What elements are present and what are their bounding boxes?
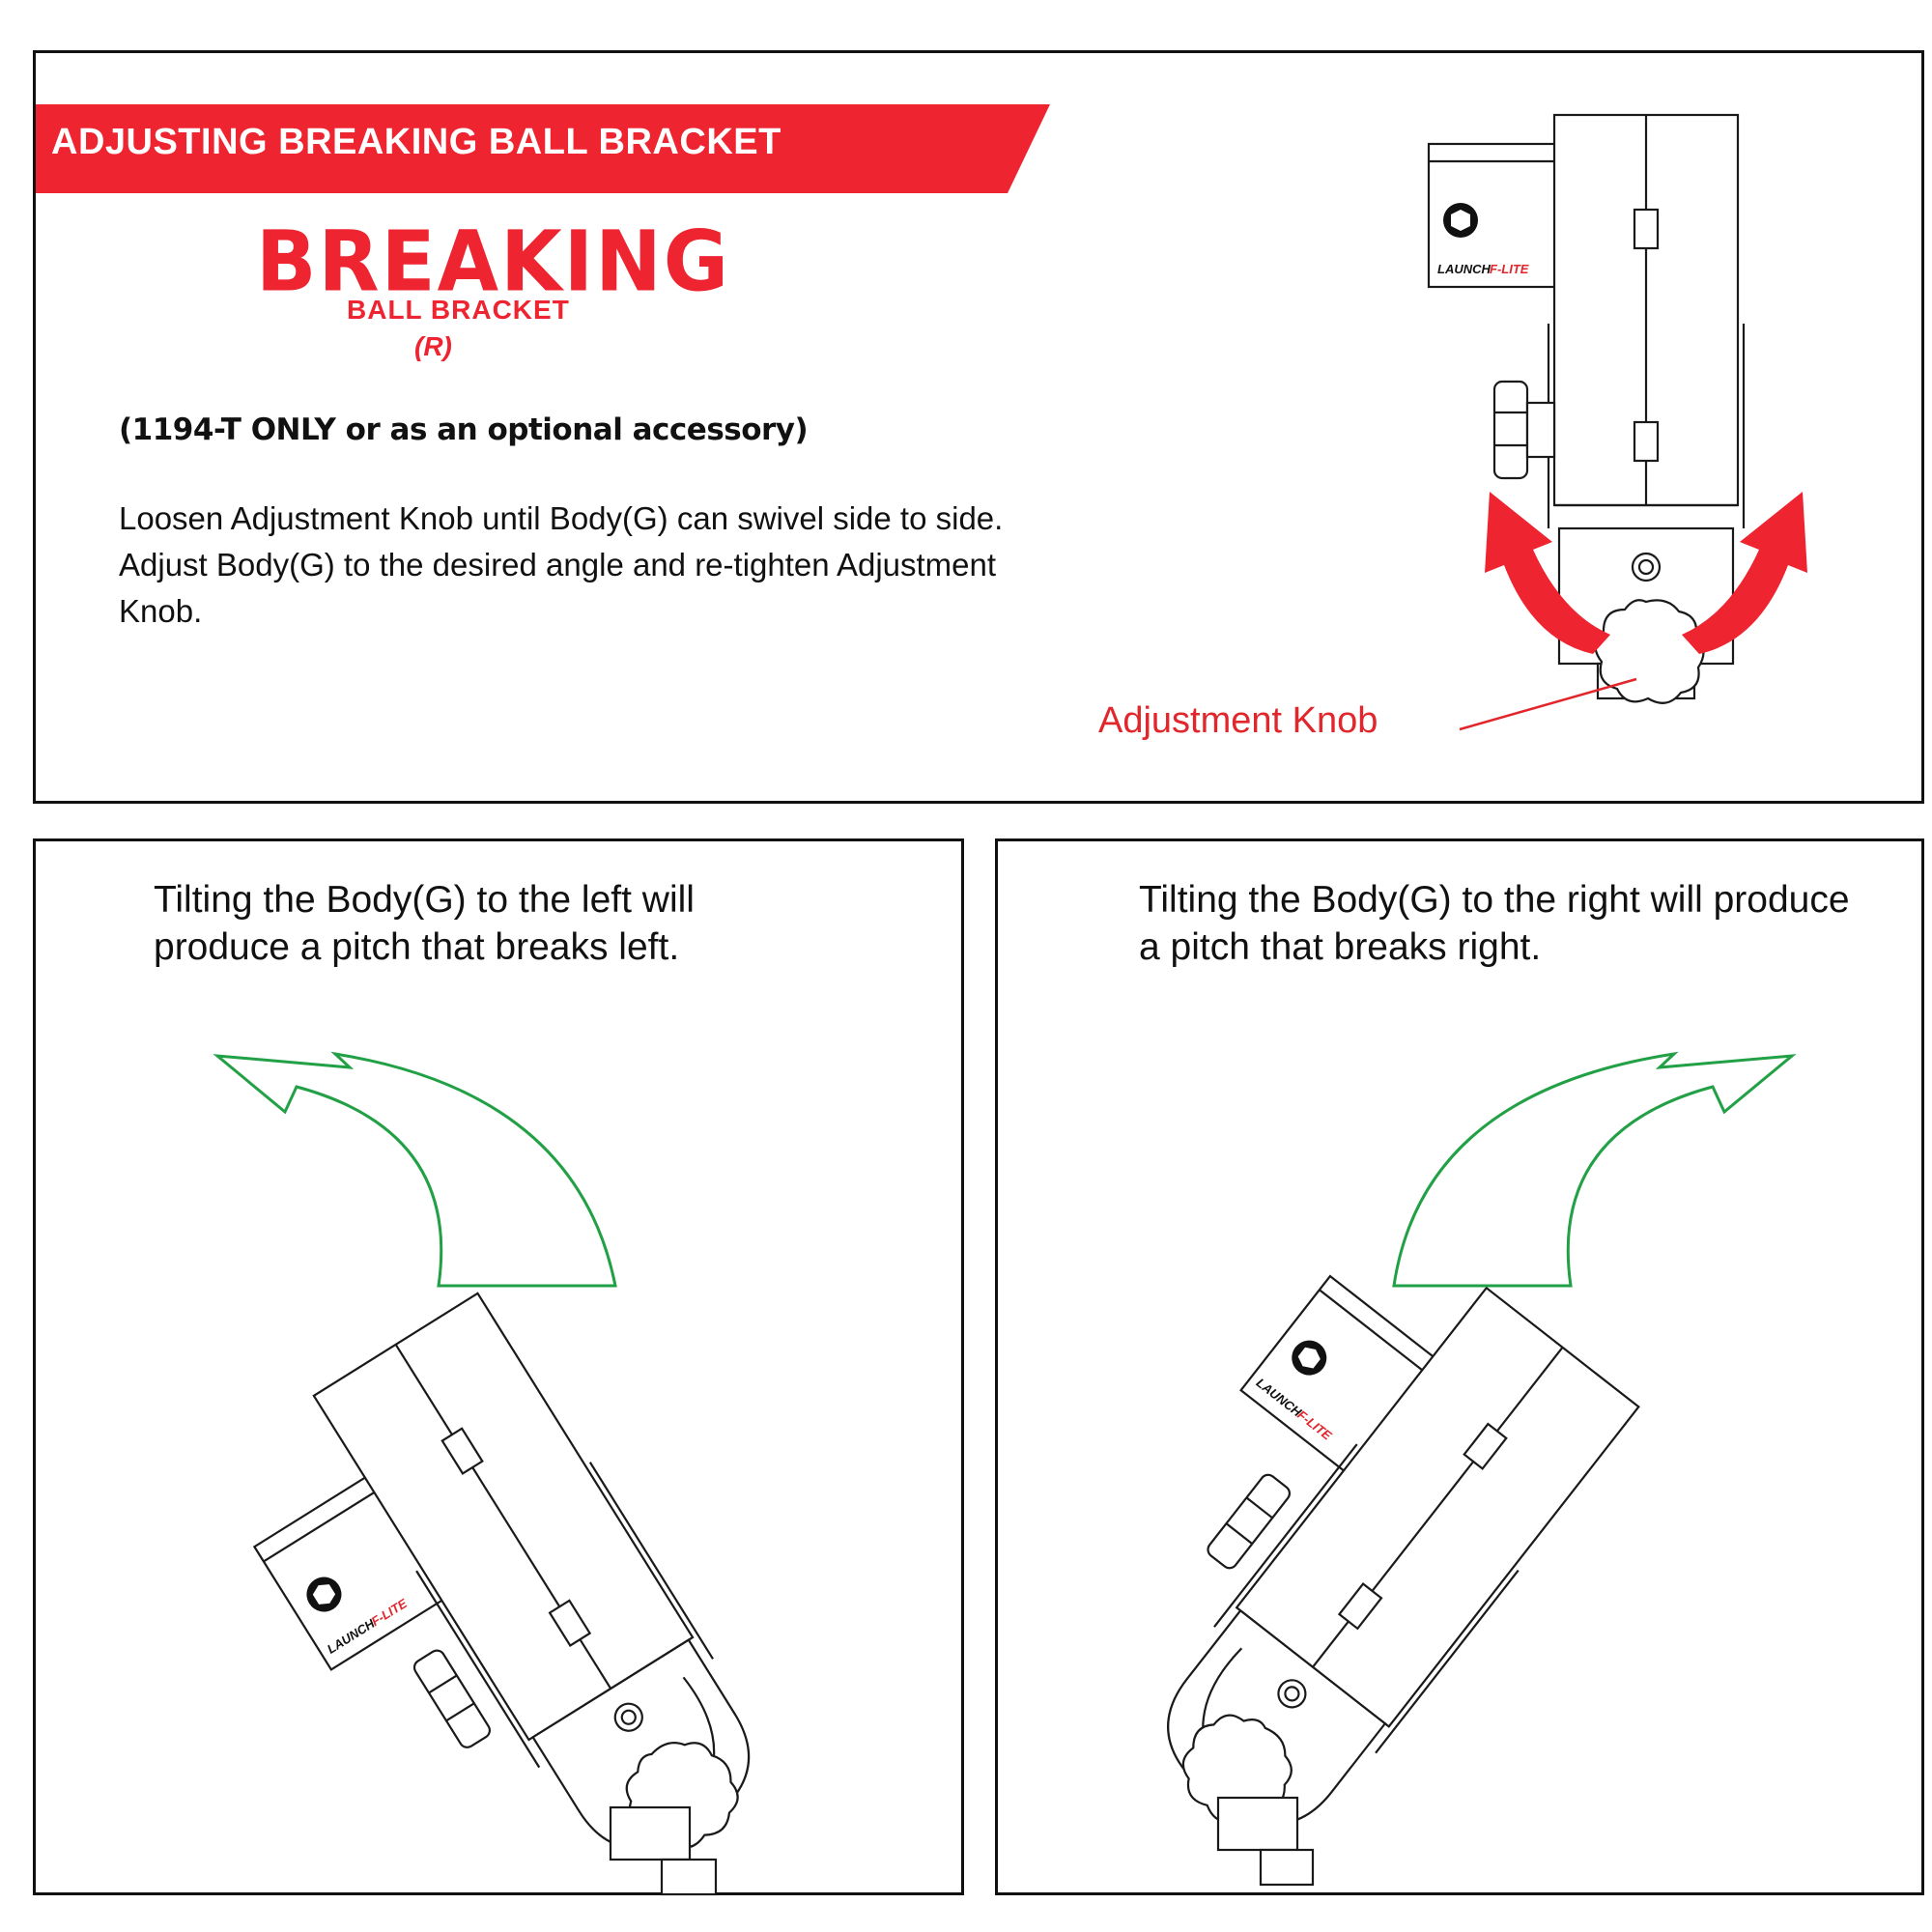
left-caption: Tilting the Body(G) to the left will pro… [154, 879, 695, 968]
instructions-text: Loosen Adjustment Knob until Body(G) can… [119, 500, 1004, 629]
brand-launch: LAUNCH [1437, 262, 1491, 276]
tilt-right-arrow-icon [1392, 1051, 1797, 1288]
top-panel: ADJUSTING BREAKING BALL BRACKET BREAKING… [33, 50, 1924, 804]
rotate-right-arrow-icon [1682, 492, 1807, 654]
side-knob-icon [1492, 380, 1529, 480]
right-caption: Tilting the Body(G) to the right will pr… [1139, 879, 1850, 968]
callout-line [1459, 677, 1637, 731]
body-clip-lower [1633, 420, 1660, 463]
rotate-left-arrow-icon [1485, 492, 1610, 654]
bracket-tilted-right-illustration: LAUNCH F-LITE [1167, 1051, 1797, 1887]
side-knob-icon [1207, 1473, 1292, 1570]
banner-title: ADJUSTING BREAKING BALL BRACKET [51, 122, 781, 162]
adjustment-knob-icon [1594, 599, 1705, 704]
adjustment-knob-label: Adjustment Knob [1098, 700, 1378, 741]
body-clip-upper [1633, 208, 1660, 250]
right-panel: Tilting the Body(G) to the right will pr… [995, 838, 1924, 1895]
banner-shape [36, 104, 1050, 193]
section-banner: ADJUSTING BREAKING BALL BRACKET [36, 104, 1050, 193]
logo-part-letter: (R) [414, 331, 452, 361]
model-note: (1194-T ONLY or as an optional accessory… [119, 412, 809, 447]
tilt-left-arrow-icon [213, 1051, 617, 1288]
base-bolt-icon [1631, 552, 1662, 582]
bracket-front-illustration: LAUNCH F-LITE [1427, 113, 1807, 731]
logo-ball-bracket: BALL BRACKET [347, 295, 570, 325]
brand-flite: F-LITE [1490, 262, 1529, 276]
bracket-tilted-left-illustration: LAUNCH F-LITE [213, 1051, 751, 1896]
left-panel: Tilting the Body(G) to the left will pro… [33, 838, 964, 1896]
side-knob-icon [412, 1649, 491, 1748]
logo-breaking: BREAKING [256, 213, 731, 311]
